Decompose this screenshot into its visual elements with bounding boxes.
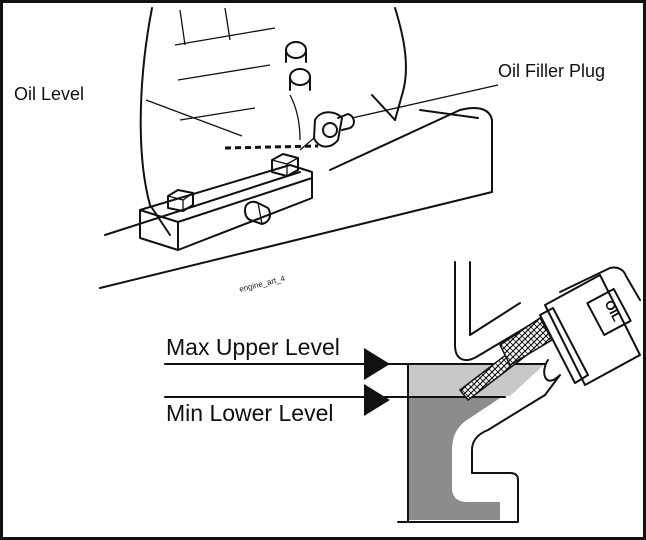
oil-filler-plug-shape	[299, 111, 355, 151]
oil-level-leader	[145, 99, 243, 137]
fuel-tubes	[285, 41, 311, 141]
bolt	[271, 153, 299, 177]
oil-level-label: Oil Level	[14, 84, 84, 104]
engine-base-plate	[99, 107, 493, 289]
oil-filler-leader	[351, 84, 499, 119]
bolt	[167, 189, 194, 212]
art-id-label: engine_art_4	[238, 274, 286, 294]
max-upper-level-label: Max Upper Level	[166, 334, 340, 360]
engine-body	[139, 7, 407, 236]
oil-filler-cap: OIL	[539, 266, 641, 386]
engine-fin-lines	[174, 7, 276, 121]
dipstick	[458, 316, 554, 402]
engine-base-top	[371, 94, 479, 121]
bearing-block	[139, 164, 313, 251]
min-lower-level-label: Min Lower Level	[166, 400, 333, 426]
engine-oil-diagram: engine_art_4 Oil Level Oil Filler Plug	[14, 7, 641, 523]
engine-illustration: engine_art_4	[99, 7, 499, 294]
oil-level-dashed-line	[224, 144, 319, 150]
drain-plug	[244, 200, 271, 225]
max-level-arrow	[364, 348, 390, 380]
oil-reservoir-cutaway: OIL	[164, 261, 641, 523]
filler-neck	[454, 261, 561, 396]
reservoir-outer-wall	[397, 363, 546, 523]
min-level-arrow	[364, 384, 390, 416]
oil-dark-region	[408, 398, 500, 520]
oil-filler-plug-label: Oil Filler Plug	[498, 61, 605, 81]
